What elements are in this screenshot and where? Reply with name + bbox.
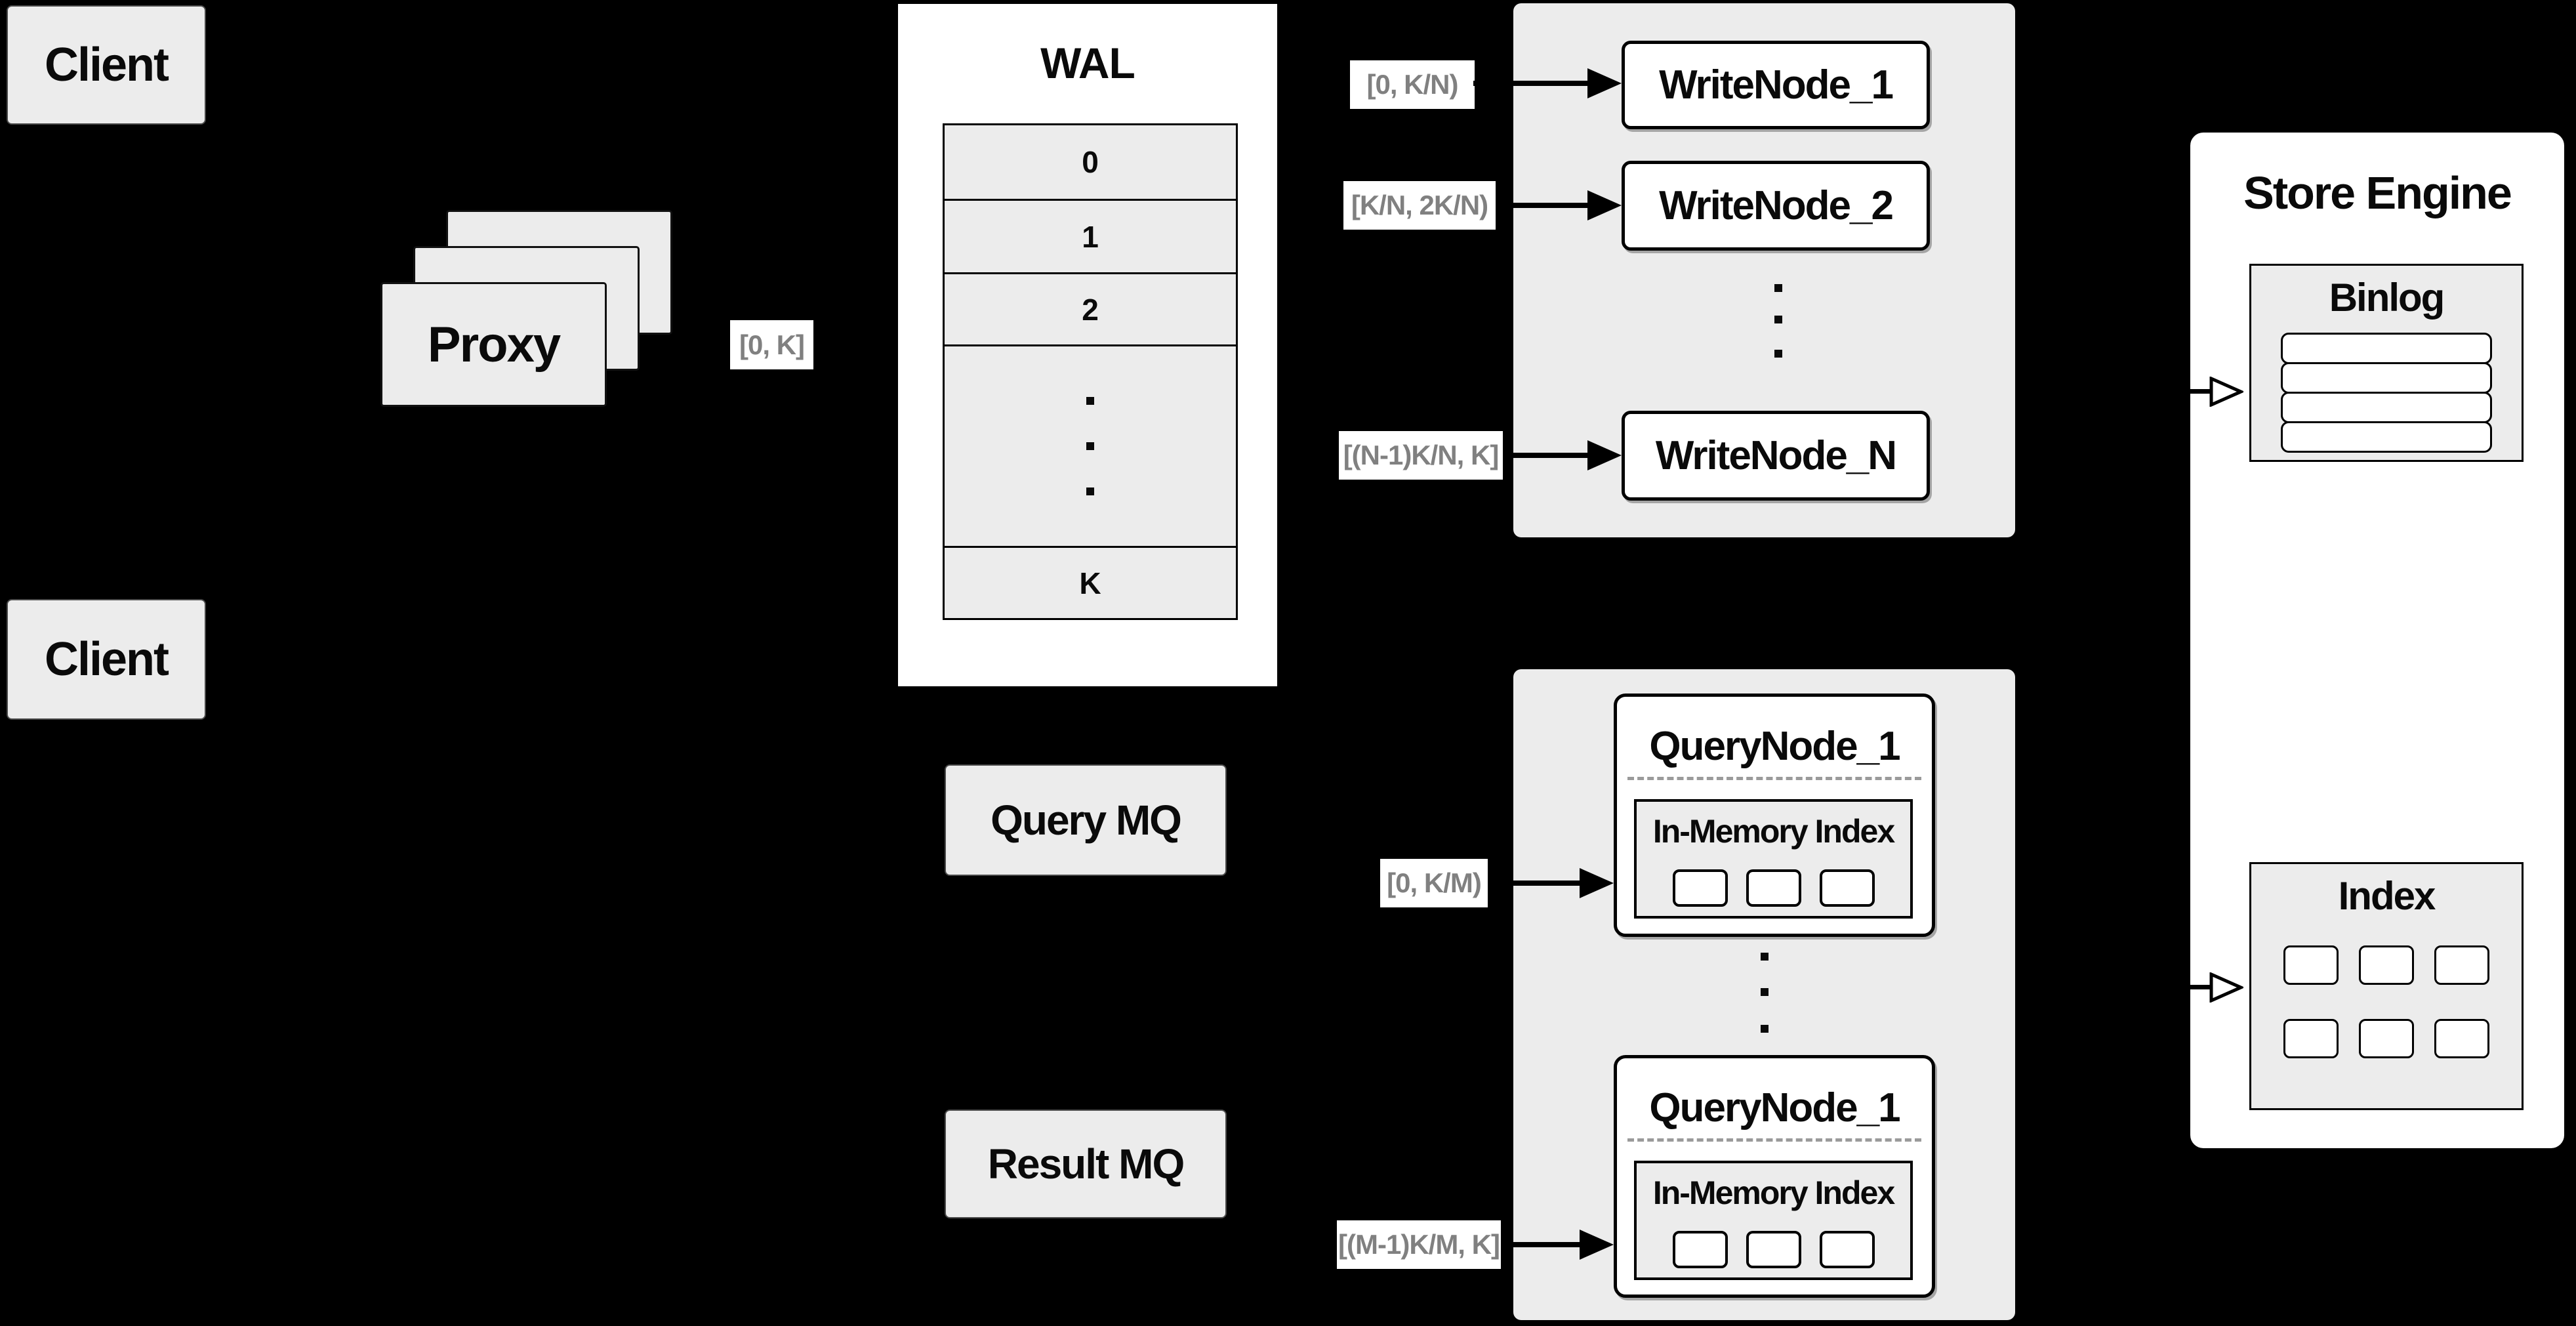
ellipsis-dot bbox=[1774, 284, 1782, 292]
arrow-to-write-node-n bbox=[1503, 453, 1587, 458]
ellipsis-dot bbox=[1086, 397, 1094, 405]
query-mq-box: Query MQ bbox=[945, 764, 1227, 876]
index-cell bbox=[2283, 1019, 2339, 1058]
open-arrowhead-icon bbox=[2209, 972, 2243, 1003]
wal-panel: WAL 0 1 2 K bbox=[895, 1, 1280, 689]
memory-segment-cell bbox=[1746, 869, 1801, 907]
query-mq-label: Query MQ bbox=[991, 797, 1182, 844]
query-node-title: QueryNode_1 bbox=[1649, 1085, 1900, 1130]
client-box-bottom: Client bbox=[7, 599, 206, 720]
index-row bbox=[2283, 1019, 2489, 1058]
arrowhead-icon bbox=[1587, 68, 1622, 98]
arrow-to-write-node-2 bbox=[1496, 203, 1587, 208]
memory-segment-cell bbox=[1672, 869, 1728, 907]
memory-segment-cells bbox=[1637, 869, 1910, 907]
index-row bbox=[2283, 945, 2489, 985]
range-label-query-m: [(M-1)K/M, K] bbox=[1337, 1220, 1501, 1269]
client-top-label: Client bbox=[44, 39, 169, 91]
write-node-n: WriteNode_N bbox=[1622, 411, 1930, 501]
client-box-top: Client bbox=[7, 5, 206, 125]
in-memory-index-title: In-Memory Index bbox=[1652, 1174, 1895, 1211]
client-bottom-label: Client bbox=[44, 633, 169, 686]
write-node-n-label: WriteNode_N bbox=[1655, 433, 1897, 478]
memory-segment-cell bbox=[1672, 1231, 1728, 1268]
store-engine-title: Store Engine bbox=[2243, 167, 2512, 218]
write-node-2: WriteNode_2 bbox=[1622, 161, 1930, 251]
result-mq-label: Result MQ bbox=[987, 1140, 1185, 1188]
wal-segment-row: K bbox=[943, 546, 1238, 620]
memory-segment-cell bbox=[1819, 869, 1875, 907]
memory-segment-cell bbox=[1746, 1231, 1801, 1268]
binlog-row bbox=[2281, 421, 2492, 453]
index-title: Index bbox=[2338, 874, 2436, 918]
binlog-rows bbox=[2281, 333, 2492, 453]
range-label-write-2: [K/N, 2K/N) bbox=[1343, 181, 1496, 230]
arrow-to-binlog bbox=[2190, 389, 2213, 394]
index-cell bbox=[2434, 1019, 2489, 1058]
store-engine-panel: Store Engine Binlog Index bbox=[2188, 130, 2567, 1151]
index-cell bbox=[2283, 945, 2339, 985]
write-node-1-label: WriteNode_1 bbox=[1659, 62, 1894, 108]
arrowhead-icon bbox=[1587, 190, 1622, 220]
range-label-write-1: [0, K/N) bbox=[1350, 60, 1475, 109]
in-memory-index-box: In-Memory Index bbox=[1634, 799, 1913, 919]
dashed-divider bbox=[1627, 777, 1921, 780]
ellipsis-dot bbox=[1774, 316, 1782, 323]
index-box: Index bbox=[2249, 862, 2524, 1110]
write-node-2-label: WriteNode_2 bbox=[1659, 183, 1894, 228]
memory-segment-cell bbox=[1819, 1231, 1875, 1268]
write-node-1: WriteNode_1 bbox=[1622, 41, 1930, 129]
index-cell bbox=[2359, 945, 2414, 985]
wal-title: WAL bbox=[1040, 39, 1135, 87]
index-cell bbox=[2359, 1019, 2414, 1058]
ellipsis-dot bbox=[1086, 442, 1094, 450]
binlog-row bbox=[2281, 333, 2492, 364]
wal-segment-row: 0 bbox=[943, 123, 1238, 201]
in-memory-index-box: In-Memory Index bbox=[1634, 1161, 1913, 1280]
result-mq-box: Result MQ bbox=[945, 1109, 1227, 1218]
arrow-to-index bbox=[2190, 985, 2213, 989]
memory-segment-cells bbox=[1637, 1231, 1910, 1268]
in-memory-index-title: In-Memory Index bbox=[1652, 813, 1895, 850]
open-arrowhead-icon bbox=[2209, 377, 2243, 407]
query-node-title: QueryNode_1 bbox=[1649, 724, 1900, 769]
wal-segment-row: 2 bbox=[943, 272, 1238, 346]
ellipsis-dot bbox=[1086, 487, 1094, 495]
index-cell bbox=[2434, 945, 2489, 985]
wal-segment-row: 1 bbox=[943, 199, 1238, 274]
ellipsis-dot bbox=[1761, 1025, 1768, 1033]
arrowhead-icon bbox=[1580, 1230, 1614, 1260]
binlog-row bbox=[2281, 362, 2492, 394]
arrow-to-query-node-top bbox=[1488, 881, 1580, 886]
binlog-title: Binlog bbox=[2329, 276, 2445, 320]
arrowhead-icon bbox=[1580, 868, 1614, 898]
dashed-divider bbox=[1627, 1138, 1921, 1142]
proxy-label: Proxy bbox=[427, 316, 561, 373]
ellipsis-dot bbox=[1761, 988, 1768, 996]
binlog-row bbox=[2281, 392, 2492, 423]
arrowhead-icon bbox=[1587, 440, 1622, 470]
arrow-to-write-node-1 bbox=[1473, 81, 1587, 86]
arrow-to-query-node-bottom bbox=[1501, 1242, 1580, 1247]
proxy-card: Proxy bbox=[380, 282, 607, 407]
index-grid bbox=[2251, 945, 2522, 1058]
ellipsis-dot bbox=[1761, 953, 1768, 961]
query-node-top: QueryNode_1 In-Memory Index bbox=[1614, 694, 1935, 937]
ellipsis-dot bbox=[1774, 350, 1782, 358]
wal-segment-table: 0 1 2 K bbox=[943, 123, 1238, 620]
wal-ellipsis-row bbox=[943, 344, 1238, 548]
range-label-write-n: [(N-1)K/N, K] bbox=[1339, 431, 1503, 480]
query-node-bottom: QueryNode_1 In-Memory Index bbox=[1614, 1055, 1935, 1298]
binlog-box: Binlog bbox=[2249, 264, 2524, 462]
range-label-query-1: [0, K/M) bbox=[1380, 859, 1488, 907]
range-label-proxy-to-wal: [0, K] bbox=[730, 320, 813, 369]
